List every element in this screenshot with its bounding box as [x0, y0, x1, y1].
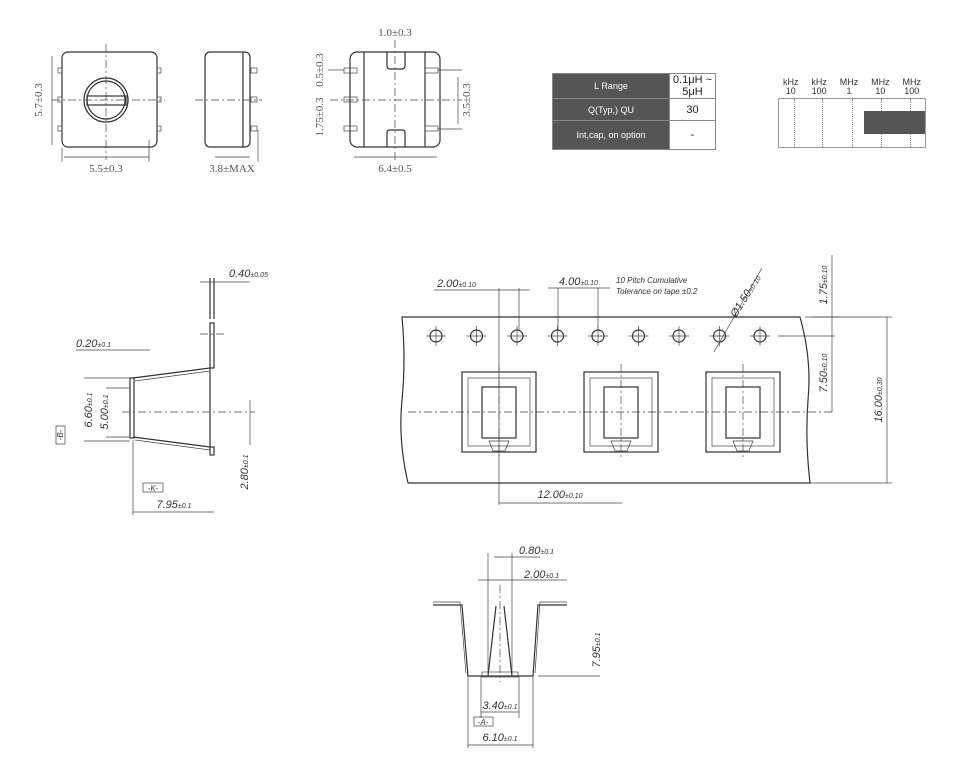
- datum-b: -B-: [56, 429, 65, 440]
- pocket-side-view: 0.40±0.05 0.20±0.1 6.60±0.1 5.00±0.1 2.8…: [55, 268, 268, 515]
- freq-plot: [778, 98, 926, 148]
- spec-label: L Range: [552, 73, 670, 99]
- dim-slot: 0.80±0.1: [519, 545, 554, 557]
- datum-k: -K-: [148, 484, 159, 493]
- dim-side-depth: 3.8±MAX: [209, 163, 255, 175]
- dim-tape-width: 16.00±0.30: [873, 377, 885, 422]
- dim-front-height: 5.7±0.3: [33, 83, 45, 117]
- front-view: 5.7±0.3 5.5±0.3: [33, 44, 165, 175]
- dim-edge-to-hole: 1.75±0.10: [818, 265, 830, 304]
- dim-pitch: 1.75±0.3: [314, 97, 326, 137]
- dim-section-depth: 7.95±0.1: [591, 632, 603, 667]
- spec-value: 30: [669, 98, 716, 121]
- dim-front-width: 5.5±0.3: [89, 163, 123, 175]
- sprocket-hole: [426, 326, 446, 346]
- spec-label: Q(Typ,) QU: [552, 98, 670, 121]
- dim-pocket-pitch: 12.00±0.10: [538, 489, 583, 501]
- spec-value: 0.1μH ~ 5μH: [669, 73, 716, 99]
- dim-outer: 6.60±0.1: [83, 392, 95, 427]
- spec-label: Int,cap, on option: [552, 120, 670, 150]
- dim-flange: 0.20±0.1: [76, 338, 111, 350]
- dim-hole-to-pocket: 2.00±0.10: [436, 278, 476, 290]
- dim-bottom: 3.40±0.1: [483, 700, 518, 712]
- dim-hole-dia: Ø1.50±0.10: [728, 273, 764, 321]
- dim-wall: 0.40±0.05: [229, 268, 268, 280]
- spec-row: Int,cap, on option-: [552, 120, 716, 150]
- dim-hole-pitch: 4.00±0.10: [559, 276, 598, 288]
- pocket-section-view: 0.80±0.1 2.00±0.1 7.95±0.1 3.40±0.1 -A- …: [433, 545, 603, 748]
- sprocket-hole: [507, 326, 527, 346]
- dim-offset: 2.80±0.1: [239, 454, 251, 490]
- datum-a: -A-: [478, 718, 489, 727]
- dim-span: 3.5±0.3: [461, 83, 473, 117]
- sprocket-hole: [750, 326, 770, 346]
- dim-inner: 5.00±0.1: [99, 394, 111, 429]
- dim-section-width: 6.10±0.1: [483, 732, 518, 744]
- sprocket-hole: [628, 326, 649, 346]
- dim-depth: 7.95±0.1: [157, 499, 192, 511]
- note-line2: Tolerance on tape ±0.2: [616, 287, 698, 296]
- carrier-tape: 2.00±0.10 4.00±0.10 10 Pitch Cumulative …: [400, 255, 892, 505]
- dim-width: 6.4±0.5: [378, 163, 412, 175]
- bottom-view: 1.0±0.3 0.5±0.3 1.75±0.3 3.5±0.3 6.4±0.5: [314, 27, 473, 175]
- dim-notch: 1.0±0.3: [378, 27, 412, 39]
- sprocket-hole: [669, 326, 689, 346]
- dim-slot-outer: 2.00±0.1: [523, 569, 559, 581]
- note-line1: 10 Pitch Cumulative: [616, 276, 688, 285]
- frequency-band-bar: [864, 111, 925, 134]
- dim-hole-to-center: 7.50±0.10: [818, 353, 830, 392]
- sprocket-hole: [547, 326, 568, 346]
- sprocket-hole: [466, 326, 487, 346]
- side-view: 3.8±MAX: [195, 51, 262, 175]
- dim-pad: 0.5±0.3: [314, 53, 326, 87]
- spec-value: -: [669, 120, 716, 150]
